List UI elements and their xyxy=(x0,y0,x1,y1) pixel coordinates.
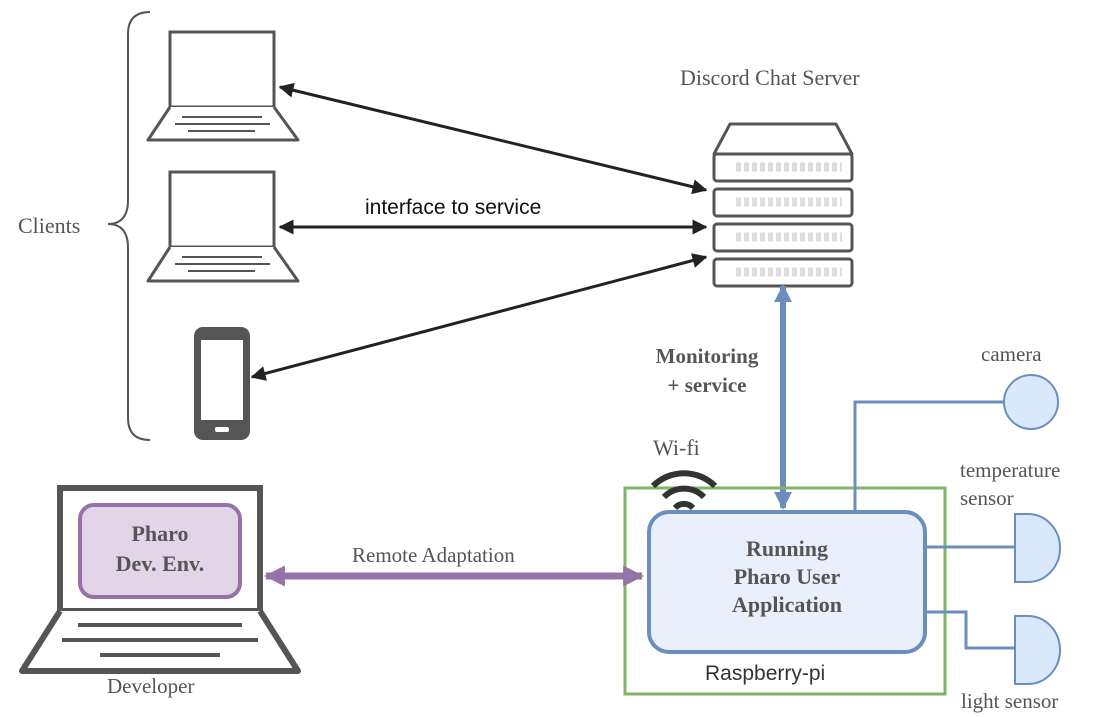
temperature-sensor-icon xyxy=(1014,513,1061,583)
temperature-sensor-label: temperature sensor xyxy=(960,458,1061,511)
camera-icon xyxy=(1003,374,1059,430)
server-icon xyxy=(712,122,854,288)
camera-link xyxy=(853,400,1005,512)
client-arrow xyxy=(250,253,708,381)
wifi-label: Wi-fi xyxy=(653,435,700,460)
temperature-label-line1: temperature xyxy=(960,458,1061,482)
wifi-icon xyxy=(650,470,718,511)
laptop-icon xyxy=(146,170,300,283)
app-label-line2: Pharo User xyxy=(733,564,841,590)
pharo-label-line1: Pharo xyxy=(131,521,189,546)
client-arrow xyxy=(278,82,708,195)
remote-adaptation-label: Remote Adaptation xyxy=(352,543,515,567)
monitoring-label: Monitoring + service xyxy=(636,344,778,398)
temperature-label-line2: sensor xyxy=(960,486,1014,511)
clients-label: Clients xyxy=(18,213,81,238)
running-application-label: Running Pharo User Application xyxy=(649,536,925,618)
app-label-line1: Running xyxy=(746,536,828,561)
server-label: Discord Chat Server xyxy=(680,65,860,90)
interface-label: interface to service xyxy=(365,196,542,219)
developer-label: Developer xyxy=(107,674,195,698)
app-label-line3: Application xyxy=(731,592,843,618)
laptop-icon xyxy=(146,30,300,142)
pharo-env-label: Pharo Dev. Env. xyxy=(80,521,240,577)
monitoring-label-line2: + service xyxy=(667,373,747,398)
raspberry-pi-box xyxy=(623,486,947,696)
light-link xyxy=(924,610,1015,650)
camera-label: camera xyxy=(981,342,1042,366)
clients-brace xyxy=(107,11,151,441)
light-sensor-label: light sensor xyxy=(961,689,1059,713)
smartphone-icon xyxy=(194,327,250,440)
monitoring-label-line1: Monitoring xyxy=(655,344,759,368)
light-sensor-icon xyxy=(1014,615,1061,685)
pharo-label-line2: Dev. Env. xyxy=(115,551,205,577)
running-application-box xyxy=(647,510,927,654)
raspberry-pi-label: Raspberry-pi xyxy=(705,662,826,685)
pharo-environment-box xyxy=(78,503,242,599)
